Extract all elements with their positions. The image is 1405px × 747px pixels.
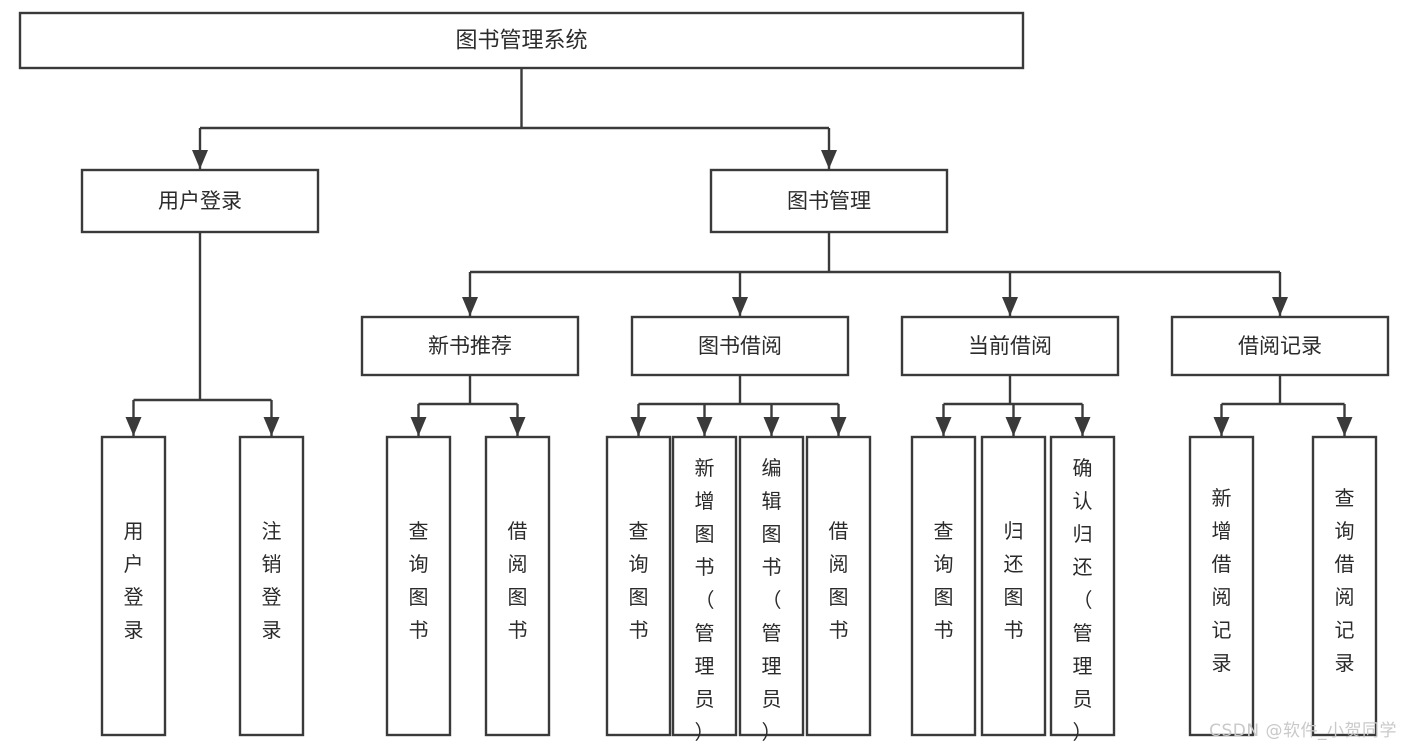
arrow-head-root-0 <box>192 150 208 169</box>
arrow-head-borrow-1 <box>696 417 713 436</box>
arrow-head-user-login-0 <box>125 417 142 436</box>
leaf-node-注销登录[interactable]: 注销登录 <box>238 435 305 737</box>
node-label: 新书推荐 <box>428 334 512 358</box>
arrow-head-current-2 <box>1074 417 1091 436</box>
arrow-head-borrow-3 <box>830 417 847 436</box>
node-box-rect <box>805 435 872 737</box>
node-box-rect <box>738 435 805 737</box>
node-box-rect <box>910 435 977 737</box>
arrow-head-records-1 <box>1336 417 1353 436</box>
leaf-label: 注销登录 <box>262 519 282 642</box>
level3-node-借阅记录[interactable]: 借阅记录 <box>1170 315 1390 377</box>
leaf-node-查询借阅记录[interactable]: 查询借阅记录 <box>1311 435 1378 737</box>
leaf-node-查询图书[interactable]: 查询图书 <box>605 435 672 737</box>
level2-node-图书管理[interactable]: 图书管理 <box>709 168 949 234</box>
level3-node-图书借阅[interactable]: 图书借阅 <box>630 315 850 377</box>
node-box-rect <box>709 168 949 234</box>
leaf-node-借阅图书[interactable]: 借阅图书 <box>805 435 872 737</box>
leaf-node-确认归还管理员[interactable]: 确认归还（管理员） <box>1049 435 1116 744</box>
leaf-label: 确认归还（管理员） <box>1073 456 1093 744</box>
node-label: 当前借阅 <box>968 334 1052 358</box>
leaf-label: 查询图书 <box>409 519 429 642</box>
leaf-node-编辑图书管理员[interactable]: 编辑图书（管理员） <box>738 435 805 744</box>
arrow-head-new-book-0 <box>410 417 427 436</box>
level2-node-用户登录[interactable]: 用户登录 <box>80 168 320 234</box>
node-box-rect <box>1311 435 1378 737</box>
node-box-rect <box>605 435 672 737</box>
arrow-head-current-0 <box>935 417 952 436</box>
leaf-label: 归还图书 <box>1004 519 1024 642</box>
leaf-label: 查询图书 <box>934 519 954 642</box>
leaf-node-用户登录[interactable]: 用户登录 <box>100 435 167 737</box>
leaf-label: 编辑图书（管理员） <box>762 456 782 744</box>
node-label: 图书借阅 <box>698 334 782 358</box>
leaf-label: 借阅图书 <box>508 519 528 642</box>
node-box-rect <box>18 11 1025 70</box>
leaf-label: 查询借阅记录 <box>1335 486 1355 675</box>
node-label: 用户登录 <box>158 189 242 213</box>
leaf-label: 用户登录 <box>124 519 144 642</box>
leaf-node-查询图书[interactable]: 查询图书 <box>910 435 977 737</box>
arrow-head-current-1 <box>1005 417 1022 436</box>
node-box-rect <box>980 435 1047 737</box>
node-box-rect <box>671 435 738 737</box>
arrow-head-book-mgmt-2 <box>1002 297 1018 316</box>
node-box-rect <box>80 168 320 234</box>
node-label: 图书管理 <box>787 189 871 213</box>
arrow-head-book-mgmt-1 <box>732 297 748 316</box>
node-label: 借阅记录 <box>1238 334 1322 358</box>
level3-node-新书推荐[interactable]: 新书推荐 <box>360 315 580 377</box>
leaf-node-归还图书[interactable]: 归还图书 <box>980 435 1047 737</box>
arrow-head-book-mgmt-3 <box>1272 297 1288 316</box>
arrow-head-root-1 <box>821 150 837 169</box>
node-boxes-layer: 用户登录图书管理新书推荐图书借阅当前借阅借阅记录用户登录注销登录查询图书借阅图书… <box>18 11 1390 744</box>
node-box-rect <box>100 435 167 737</box>
node-box-rect <box>1188 435 1255 737</box>
leaf-label: 借阅图书 <box>829 519 849 642</box>
leaf-node-查询图书[interactable]: 查询图书 <box>385 435 452 737</box>
node-box-rect <box>630 315 850 377</box>
node-box-rect <box>385 435 452 737</box>
leaf-label: 新增借阅记录 <box>1212 486 1232 675</box>
arrow-head-user-login-1 <box>263 417 280 436</box>
arrow-head-borrow-0 <box>630 417 647 436</box>
node-box-rect <box>238 435 305 737</box>
leaf-node-新增借阅记录[interactable]: 新增借阅记录 <box>1188 435 1255 737</box>
leaf-label: 查询图书 <box>629 519 649 642</box>
arrow-head-records-0 <box>1213 417 1230 436</box>
root-node-图书管理系统[interactable]: 图书管理系统 <box>18 11 1025 70</box>
node-box-rect <box>360 315 580 377</box>
connector-edges-layer <box>125 68 1353 436</box>
arrow-head-borrow-2 <box>763 417 780 436</box>
node-box-rect <box>1170 315 1390 377</box>
node-box-rect <box>1049 435 1116 737</box>
node-label: 图书管理系统 <box>455 29 587 54</box>
arrow-head-book-mgmt-0 <box>462 297 478 316</box>
node-box-rect <box>900 315 1120 377</box>
arrow-head-new-book-1 <box>509 417 526 436</box>
leaf-node-新增图书管理员[interactable]: 新增图书（管理员） <box>671 435 738 744</box>
leaf-label: 新增图书（管理员） <box>695 456 715 744</box>
node-box-rect <box>484 435 551 737</box>
level3-node-当前借阅[interactable]: 当前借阅 <box>900 315 1120 377</box>
csdn-watermark: CSDN @软件_小贺同学 <box>1209 721 1397 741</box>
leaf-node-借阅图书[interactable]: 借阅图书 <box>484 435 551 737</box>
